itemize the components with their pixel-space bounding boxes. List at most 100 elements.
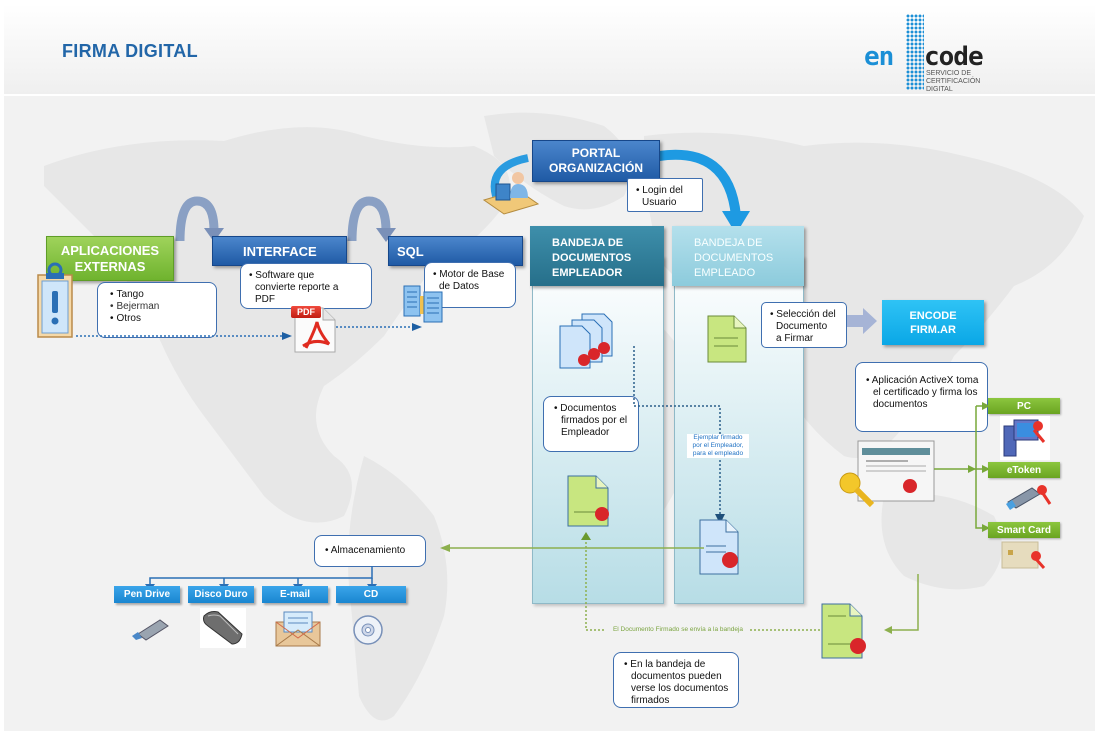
aplicaciones-externas-header: APLICACIONES EXTERNAS xyxy=(46,236,174,281)
aplicacion-item: Bejerman xyxy=(110,301,208,313)
seleccion-documento-note: • Selección del Documento a Firmar xyxy=(761,302,847,348)
almacenamiento-label: • Almacenamiento xyxy=(325,545,406,556)
return-arrow-to-signed-doc xyxy=(884,574,919,634)
portal-note-line: • Login del xyxy=(636,185,683,196)
device-connectors xyxy=(934,402,990,532)
bandeja-note-line: verse los documentos xyxy=(631,683,729,694)
bandeja-empleador-line: EMPLEADOR xyxy=(552,267,623,279)
database-servers-icon xyxy=(403,285,443,323)
logo-dots-icon xyxy=(906,14,924,90)
sql-header: SQL xyxy=(388,236,523,266)
bandeja-empleado-line: DOCUMENTOS xyxy=(694,252,774,264)
flow-arrow-to-encode xyxy=(847,308,877,334)
logo-subtitle-line: DIGITAL xyxy=(926,86,953,93)
encode-firmar-header: ENCODE FIRM.AR xyxy=(882,300,984,345)
dotted-arrow-apps-to-pdf xyxy=(76,332,292,340)
storage-email: E-mail xyxy=(262,586,328,603)
documentos-firmados-line: firmados por el xyxy=(561,415,628,426)
logo-subtitle-line: CERTIFICACIÓN xyxy=(926,78,981,85)
almacenamiento-note: • Almacenamiento xyxy=(314,535,426,567)
certificate-key-icon xyxy=(839,440,935,508)
seleccion-line: a Firmar xyxy=(776,333,814,344)
interface-note-line: • Software que xyxy=(249,270,315,281)
header-bar: FIRMA DIGITAL en code SERVICIO DE CERTIF… xyxy=(4,4,1095,94)
interface-header: INTERFACE xyxy=(212,236,347,266)
bandeja-note-line: firmados xyxy=(631,695,670,706)
envelope-icon xyxy=(275,611,321,647)
dotted-arrow-pdf-to-sql xyxy=(336,323,422,331)
encode-logo: en code SERVICIO DE CERTIFICACIÓN DIGITA… xyxy=(862,12,1042,94)
documentos-firmados-line: Empleador xyxy=(561,427,610,438)
signed-document-blue-icon xyxy=(699,519,739,575)
flow-arrow-portal-to-empleado xyxy=(658,149,750,234)
interface-label: INTERFACE xyxy=(243,243,317,259)
device-etoken: eToken xyxy=(988,462,1060,478)
bandeja-note-line: • En la bandeja de xyxy=(624,659,706,670)
flow-arrow-apps-to-interface xyxy=(175,196,224,242)
portal-organizacion-header: PORTAL ORGANIZACIÓN xyxy=(532,140,660,182)
activex-note: • Aplicación ActiveX toma el certificado… xyxy=(855,362,988,432)
arrow-to-almacenamiento xyxy=(440,544,704,552)
bandeja-empleador-line: BANDEJA DE xyxy=(552,237,624,249)
diagram-canvas: APLICACIONES EXTERNAS Tango Bejerman Otr… xyxy=(4,96,1095,731)
user-at-computer-icon xyxy=(482,172,540,215)
bandeja-note-line: documentos pueden xyxy=(631,671,722,682)
seleccion-line: Documento xyxy=(776,321,828,332)
device-smart-card: Smart Card xyxy=(988,522,1060,538)
dotted-connector-empleador-to-empleado xyxy=(633,346,725,524)
aplicacion-item: Otros xyxy=(110,313,208,325)
logo-prefix: en xyxy=(864,42,894,72)
return-path-label: El Documento Firmado se envía a la bande… xyxy=(606,626,750,634)
sql-note-line: de Datos xyxy=(439,281,480,292)
page-title: FIRMA DIGITAL xyxy=(62,41,198,61)
logo-subtitle-line: SERVICIO DE xyxy=(926,70,971,77)
aplicaciones-label-line: APLICACIONES xyxy=(60,242,160,258)
storage-disco-duro: Disco Duro xyxy=(188,586,254,603)
pdf-file-icon xyxy=(294,307,336,353)
interface-note-line: PDF xyxy=(255,294,275,305)
bandeja-empleador-header: BANDEJA DE DOCUMENTOS EMPLEADOR xyxy=(530,226,664,286)
interface-note-line: convierte reporte a xyxy=(255,282,339,293)
logo-suffix: code xyxy=(924,42,984,72)
portal-note-line: Usuario xyxy=(642,197,677,208)
portal-login-note: • Login del Usuario xyxy=(627,178,703,212)
aplicaciones-label-line: EXTERNAS xyxy=(74,258,146,274)
portal-label-line: PORTAL xyxy=(571,146,621,160)
usb-token-key-icon xyxy=(1006,485,1052,510)
interface-note: • Software que convierte reporte a PDF xyxy=(240,263,372,309)
seleccion-line: • Selección del xyxy=(770,309,836,320)
flow-arrow-user-to-portal xyxy=(490,154,529,198)
pdf-badge: PDF xyxy=(291,306,321,318)
sql-label: SQL xyxy=(397,243,424,259)
documentos-firmados-note: • Documentos firmados por el Empleador xyxy=(543,396,639,452)
pc-key-icon xyxy=(1000,416,1050,460)
bandeja-empleado-header: BANDEJA DE DOCUMENTOS EMPLEADO xyxy=(672,226,804,286)
aplicacion-item: Tango xyxy=(110,289,208,301)
bandeja-empleado-line: BANDEJA DE xyxy=(694,237,763,249)
clipboard-alert-icon xyxy=(37,262,73,338)
flow-arrow-interface-to-sql xyxy=(347,196,396,242)
documentos-firmados-line: • Documentos xyxy=(554,403,617,414)
pen-drive-icon xyxy=(132,619,169,641)
portal-label-line: ORGANIZACIÓN xyxy=(549,161,643,175)
aplicaciones-list-note: Tango Bejerman Otros xyxy=(97,282,217,338)
bandeja-empleado-line: EMPLEADO xyxy=(694,267,756,279)
bandeja-empleador-line: DOCUMENTOS xyxy=(552,252,632,264)
device-pc: PC xyxy=(988,398,1060,414)
storage-pen-drive: Pen Drive xyxy=(114,586,180,603)
hard-disk-icon xyxy=(200,608,246,648)
activex-line: el certificado y firma los xyxy=(873,387,978,398)
smart-card-key-icon xyxy=(1001,541,1046,569)
signed-document-green-icon-2 xyxy=(821,603,866,659)
signed-documents-stack-icon xyxy=(559,313,613,369)
encode-label-line: ENCODE xyxy=(909,309,957,322)
cd-disc-icon xyxy=(353,615,383,645)
sql-note-line: • Motor de Base xyxy=(433,269,505,280)
bandeja-note: • En la bandeja de documentos pueden ver… xyxy=(613,652,739,708)
document-green-icon xyxy=(707,315,747,363)
encode-label-line: FIRM.AR xyxy=(910,323,956,336)
signed-document-green-icon xyxy=(567,475,609,527)
storage-cd: CD xyxy=(336,586,406,603)
activex-line: documentos xyxy=(873,399,928,410)
